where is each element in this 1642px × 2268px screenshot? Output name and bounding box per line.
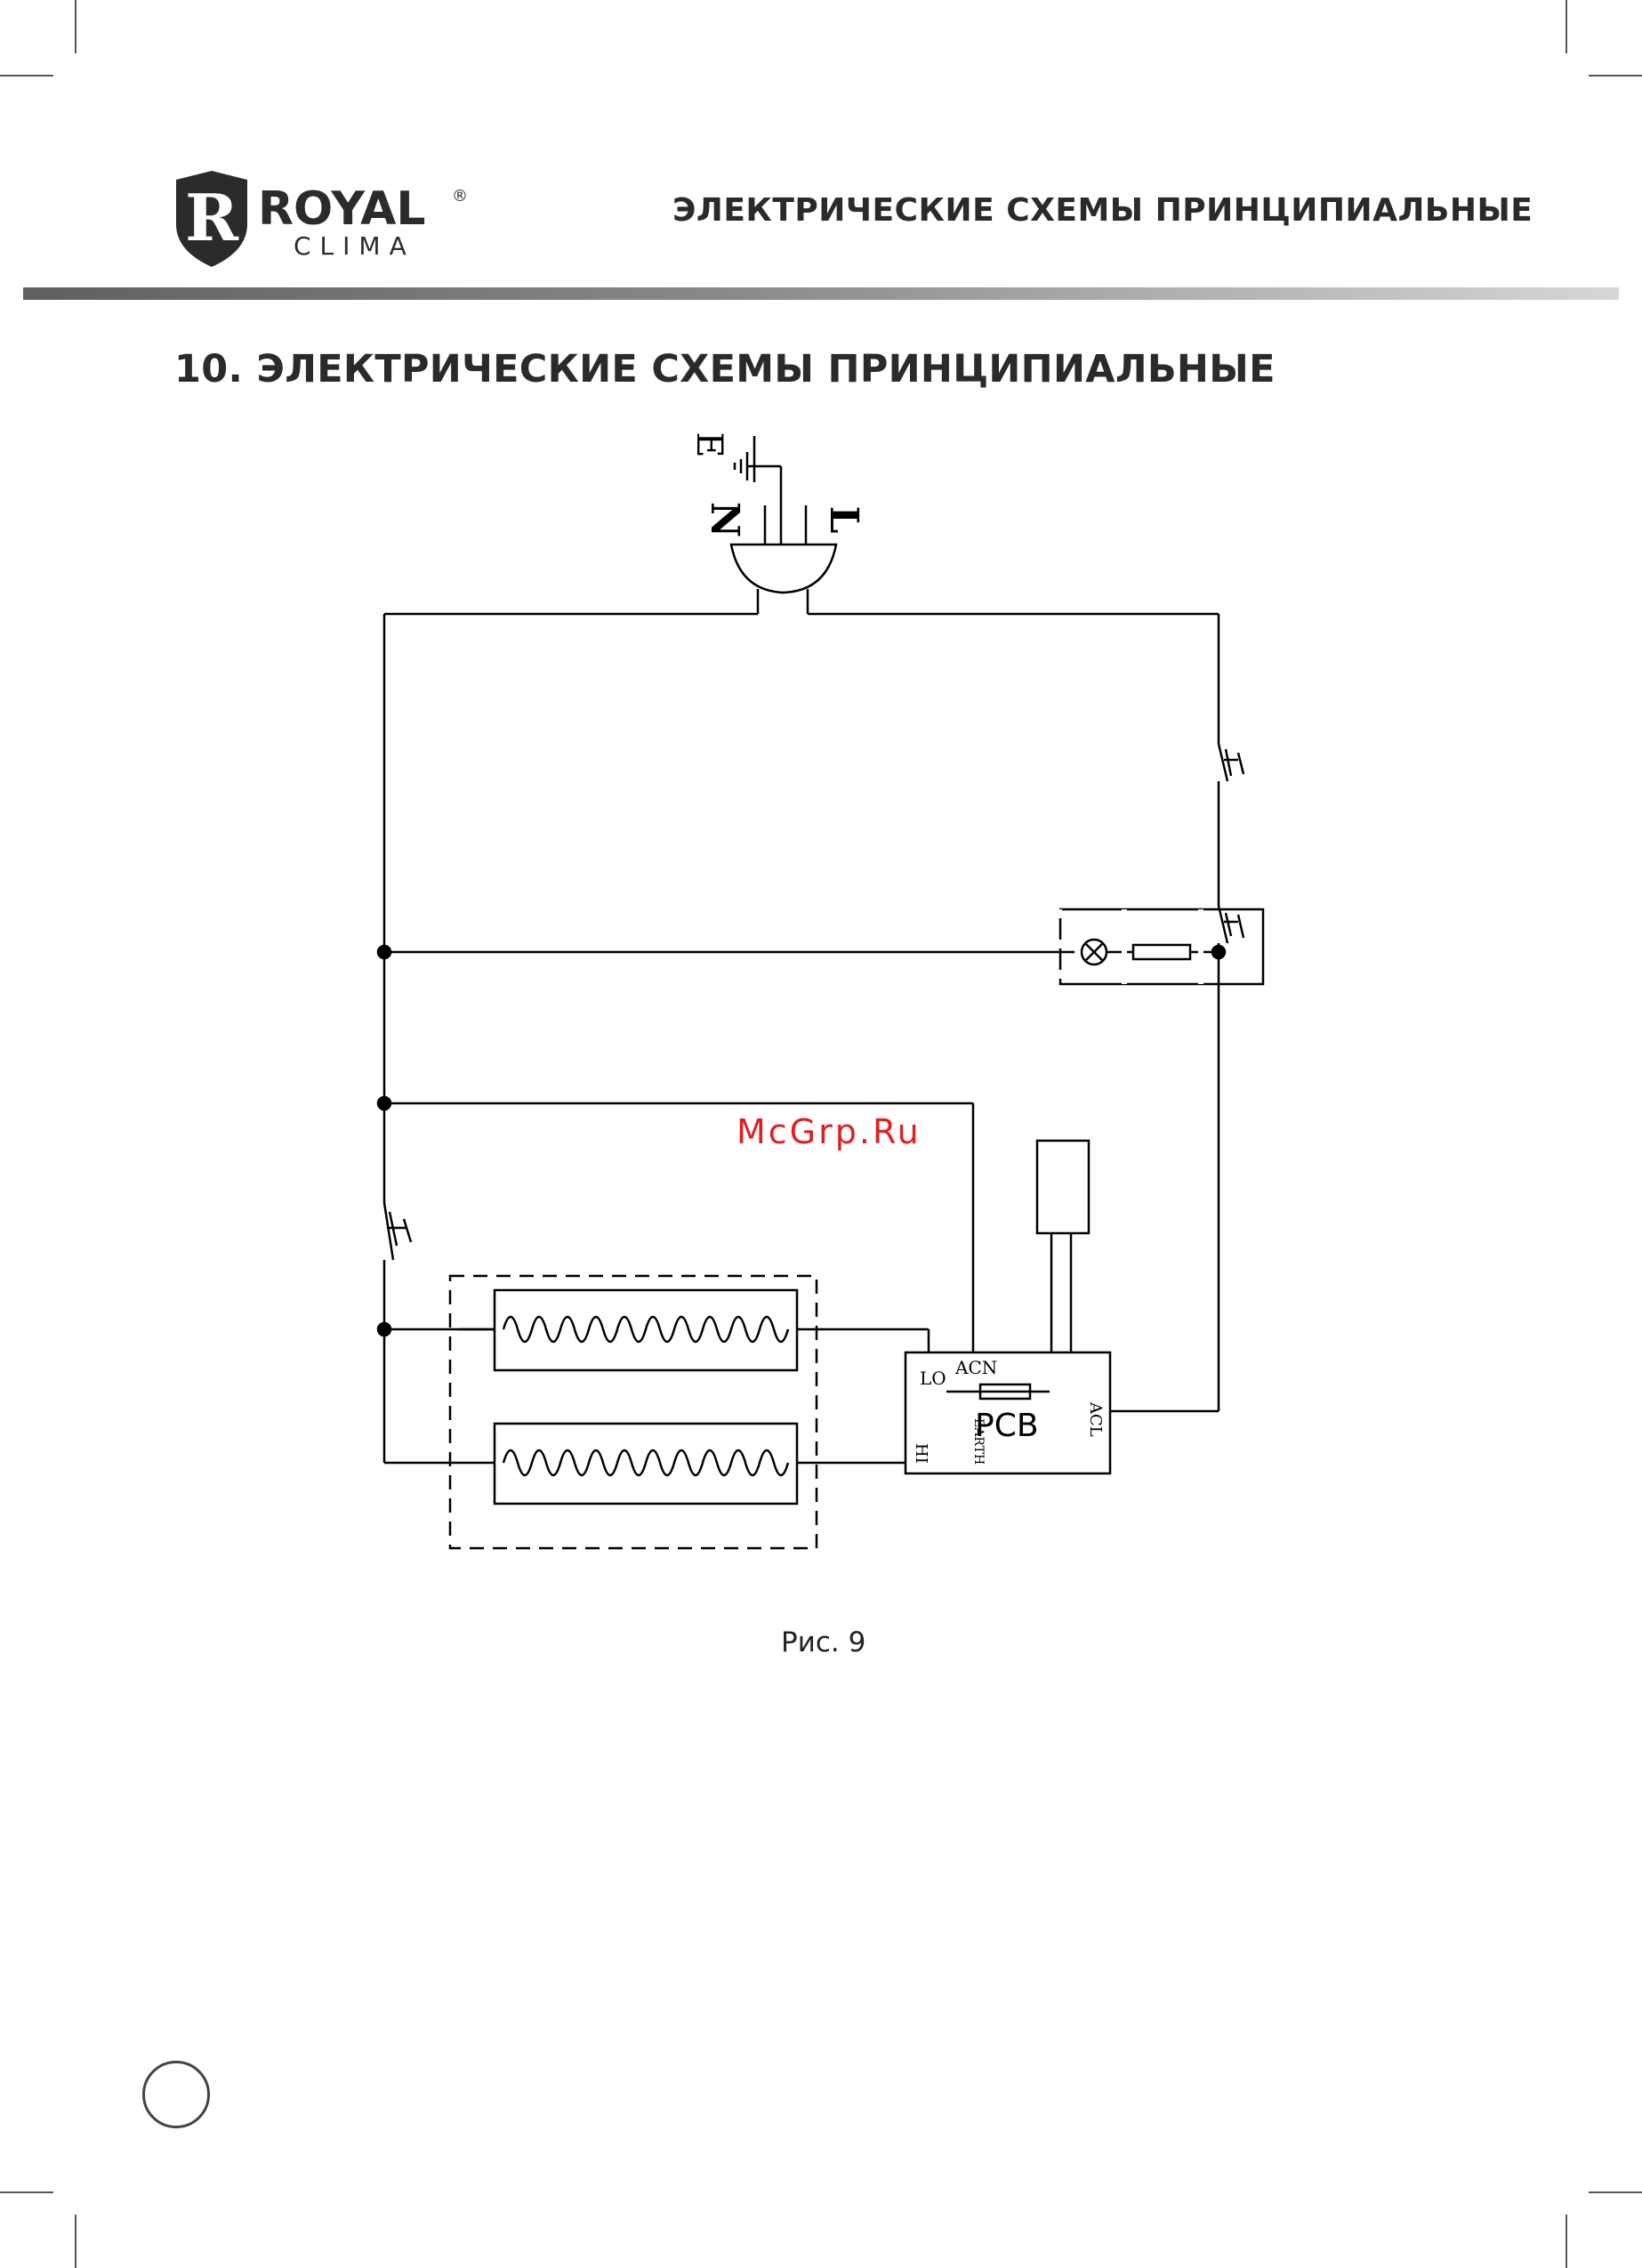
pcb-label-lo: LO	[920, 1368, 946, 1389]
junction-dot	[378, 946, 390, 958]
plug-label-live: L	[821, 506, 866, 534]
wire-live	[808, 614, 1219, 1411]
heater-element-lower	[459, 1424, 906, 1504]
plug-label-neutral: N	[702, 502, 747, 537]
heater-thermostat-icon	[384, 1203, 411, 1260]
wiring-diagram: E N L	[0, 0, 1642, 1602]
plug-label-earth: E	[688, 432, 729, 457]
junction-dot	[378, 1323, 390, 1336]
crop-mark	[1566, 2215, 1567, 2268]
lamp-resistor	[1133, 945, 1190, 959]
lamp-assembly	[1060, 909, 1263, 984]
crop-mark	[1589, 2191, 1642, 2193]
pcb-label-earth: EARTH	[971, 1418, 986, 1465]
crop-mark	[75, 2215, 76, 2268]
door-switch-icon	[1219, 906, 1244, 943]
page-number-circle	[142, 2061, 210, 2128]
junction-dot	[1212, 946, 1225, 958]
thermostat-switch-icon	[1219, 744, 1244, 781]
pcb-label-hi: HI	[912, 1443, 930, 1464]
pcb-label-acl: ACL	[1086, 1401, 1105, 1437]
crop-mark	[0, 2191, 53, 2193]
watermark: McGrp.Ru	[736, 1112, 922, 1151]
temperature-sensor	[1037, 1141, 1089, 1352]
pcb-board: LO ACN PCB ACL HI EARTH	[906, 1352, 1110, 1473]
heater-element-upper	[459, 1290, 929, 1370]
heater-enclosure	[450, 1276, 817, 1548]
pcb-label-acn: ACN	[954, 1357, 997, 1378]
figure-caption: Рис. 9	[781, 1626, 865, 1659]
junction-dot	[378, 1097, 390, 1110]
